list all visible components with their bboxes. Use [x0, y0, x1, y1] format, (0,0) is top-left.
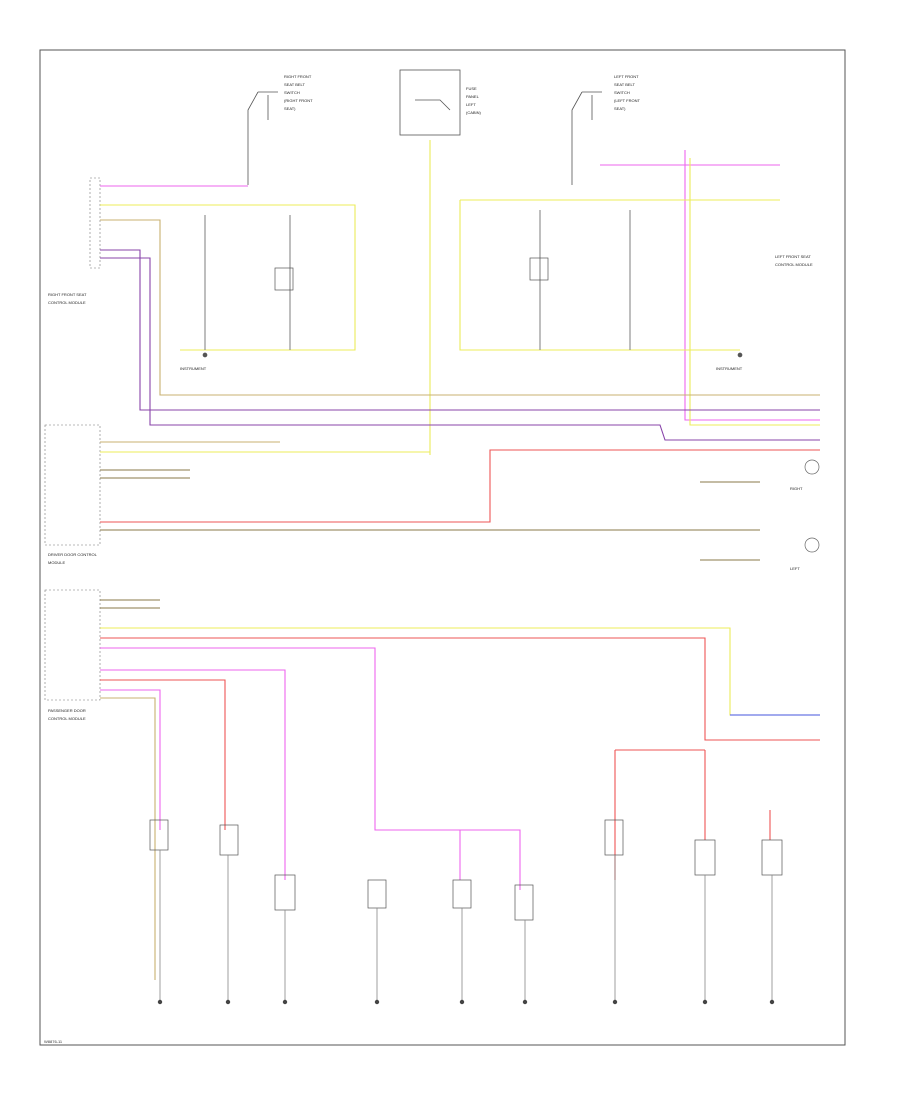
top-switch-left: RIGHT FRONT SEAT BELT SWITCH (RIGHT FRON… — [247, 74, 313, 185]
top-wires — [100, 140, 820, 455]
svg-text:CONTROL MODULE: CONTROL MODULE — [48, 716, 86, 721]
lower-wires — [100, 599, 820, 980]
svg-text:SWITCH: SWITCH — [614, 90, 630, 95]
ground-label-right: INSTRUMENT — [716, 366, 743, 371]
ground-points — [157, 999, 775, 1005]
lamp-right-2 — [804, 537, 820, 553]
svg-text:PASSENGER DOOR: PASSENGER DOOR — [48, 708, 86, 713]
svg-text:RIGHT FRONT: RIGHT FRONT — [284, 74, 312, 79]
diagram-frame — [39, 49, 846, 1046]
middle-module: DRIVER DOOR CONTROL MODULE — [44, 424, 101, 565]
svg-text:(LEFT FRONT: (LEFT FRONT — [614, 98, 640, 103]
footer-code: W8876-11 — [44, 1039, 63, 1044]
top-switch-right: LEFT FRONT SEAT BELT SWITCH (LEFT FRONT … — [571, 74, 640, 185]
svg-text:LEFT: LEFT — [466, 102, 476, 107]
lower-module: PASSENGER DOOR CONTROL MODULE — [44, 589, 101, 721]
svg-text:SEAT BELT: SEAT BELT — [284, 82, 305, 87]
svg-text:SWITCH: SWITCH — [284, 90, 300, 95]
svg-text:(CABIN): (CABIN) — [466, 110, 482, 115]
lamp-right-1 — [804, 459, 820, 475]
svg-text:CONTROL MODULE: CONTROL MODULE — [48, 300, 86, 305]
lower-components — [149, 819, 783, 921]
svg-text:LEFT: LEFT — [790, 566, 800, 571]
svg-text:RIGHT: RIGHT — [790, 486, 803, 491]
svg-text:FUSE: FUSE — [466, 86, 477, 91]
svg-text:PANEL: PANEL — [466, 94, 480, 99]
svg-text:RIGHT FRONT SEAT: RIGHT FRONT SEAT — [48, 292, 87, 297]
svg-text:SEAT): SEAT) — [284, 106, 296, 111]
svg-text:CONTROL MODULE: CONTROL MODULE — [775, 262, 813, 267]
ground-label-left: INSTRUMENT — [180, 366, 207, 371]
middle-wires — [100, 441, 820, 561]
right-module-label: LEFT FRONT SEAT — [775, 254, 811, 259]
top-components — [202, 257, 743, 358]
ground-leads — [159, 850, 773, 1000]
svg-text:(RIGHT FRONT: (RIGHT FRONT — [284, 98, 313, 103]
svg-text:DRIVER DOOR CONTROL: DRIVER DOOR CONTROL — [48, 552, 98, 557]
svg-text:LEFT FRONT: LEFT FRONT — [614, 74, 639, 79]
left-module: RIGHT FRONT SEAT CONTROL MODULE — [48, 177, 101, 305]
svg-text:SEAT): SEAT) — [614, 106, 626, 111]
top-switch-center: FUSE PANEL LEFT (CABIN) — [399, 69, 482, 136]
svg-text:SEAT BELT: SEAT BELT — [614, 82, 635, 87]
svg-text:MODULE: MODULE — [48, 560, 65, 565]
